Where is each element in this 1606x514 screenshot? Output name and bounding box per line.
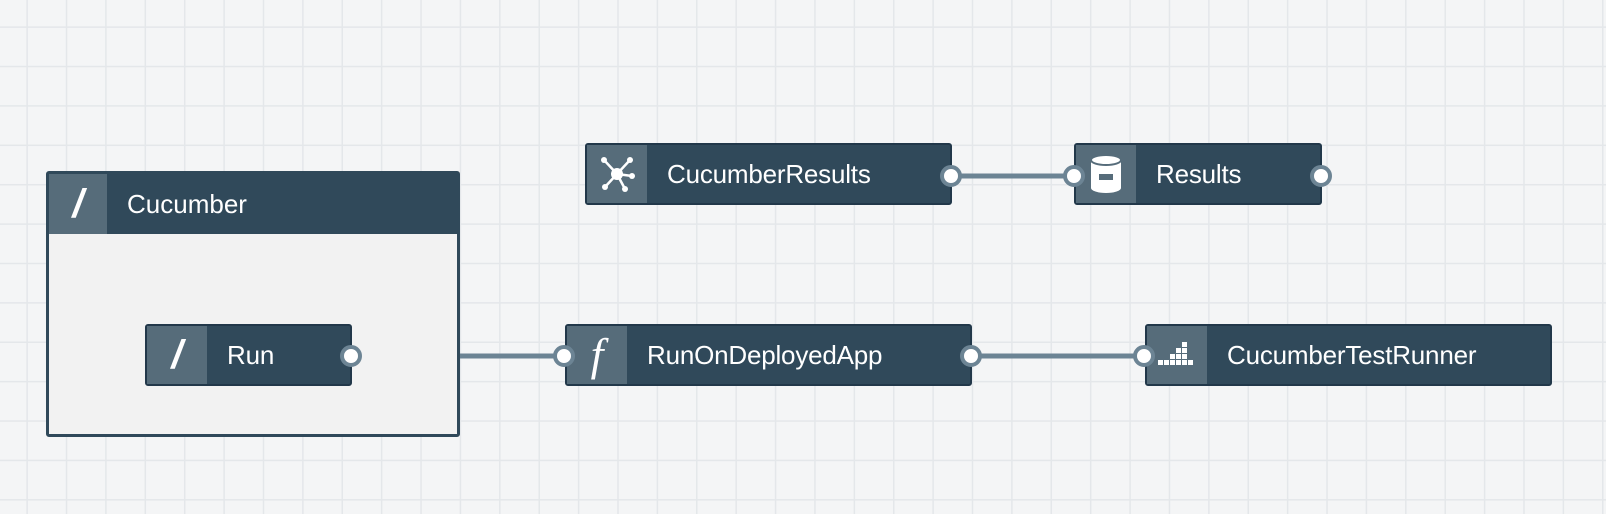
port-runondeployedapp-out[interactable] <box>960 345 982 367</box>
node-label: Run <box>227 339 275 370</box>
node-results[interactable]: Results <box>1074 143 1322 205</box>
group-label: Cucumber <box>127 188 247 219</box>
port-cucumberresults-out[interactable] <box>940 165 962 187</box>
node-run-on-deployed-app[interactable]: f RunOnDeployedApp <box>565 324 972 386</box>
node-run[interactable]: / Run <box>145 324 352 386</box>
port-results-out[interactable] <box>1310 165 1332 187</box>
port-run-out[interactable] <box>340 345 362 367</box>
port-results-in[interactable] <box>1063 165 1085 187</box>
node-label: CucumberTestRunner <box>1227 339 1477 370</box>
node-cucumber-test-runner[interactable]: CucumberTestRunner <box>1145 324 1552 386</box>
database-icon <box>1076 145 1136 203</box>
node-label: CucumberResults <box>667 158 871 189</box>
network-hub-icon <box>587 145 647 203</box>
slash-icon: / <box>49 174 107 234</box>
port-cucumbertestrunner-in[interactable] <box>1133 345 1155 367</box>
group-cucumber[interactable]: / Cucumber <box>46 171 460 437</box>
node-label: Results <box>1156 158 1242 189</box>
group-header[interactable]: / Cucumber <box>49 174 457 234</box>
container-stack-icon <box>1147 326 1207 384</box>
node-cucumber-results[interactable]: CucumberResults <box>585 143 952 205</box>
port-runondeployedapp-in[interactable] <box>553 345 575 367</box>
node-label: RunOnDeployedApp <box>647 339 883 370</box>
slash-icon: / <box>147 326 207 384</box>
function-icon: f <box>567 326 627 384</box>
